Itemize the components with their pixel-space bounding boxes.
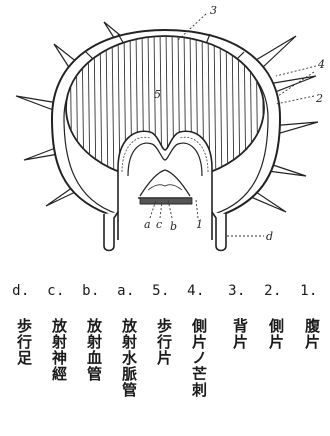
figure-svg: 3 4 2 5 a c b 1 d xyxy=(0,0,330,270)
callout-3: 3 xyxy=(210,4,217,17)
sea-urchin-cross-section-figure: 3 4 2 5 a c b 1 d xyxy=(0,0,330,270)
legend-text-radial-nerve: 放射神經 xyxy=(44,318,68,382)
legend-text-walking-foot: 歩行足 xyxy=(9,318,33,366)
legend-text-ventral-plate: 腹片 xyxy=(297,318,321,350)
callout-4: 4 xyxy=(317,58,325,71)
legend-text-radial-water-vessel: 放射水脈管 xyxy=(114,318,138,398)
spine-right-1 xyxy=(256,36,296,68)
legend-key-1: 1. xyxy=(294,283,324,299)
callout-5: 5 xyxy=(154,88,161,101)
callout-c: c xyxy=(156,218,162,231)
radial-nerve-band xyxy=(140,198,192,204)
legend-key-b: b. xyxy=(76,283,106,299)
callout-2: 2 xyxy=(315,92,323,105)
legend-key-d: d. xyxy=(6,283,36,299)
legend-key-c: c. xyxy=(41,283,71,299)
legend-text-row: 歩行足 放射神經 放射血管 放射水脈管 歩行片 側片ノ芒刺 背片 側片 腹片 xyxy=(0,318,330,428)
legend-text-dorsal-plate: 背片 xyxy=(225,318,249,350)
legend-key-5: 5. xyxy=(146,283,176,299)
legend-text-radial-blood-vessel: 放射血管 xyxy=(79,318,103,382)
callout-d: d xyxy=(266,230,273,243)
callout-b: b xyxy=(170,220,177,233)
legend-text-ambulacral-plate: 歩行片 xyxy=(149,318,173,366)
legend-keys-row: d. c. b. a. 5. 4. 3. 2. 1. xyxy=(0,283,330,305)
legend-key-a: a. xyxy=(111,283,141,299)
callout-a: a xyxy=(144,218,151,231)
legend-key-2: 2. xyxy=(258,283,288,299)
callout-1: 1 xyxy=(196,218,203,231)
legend-text-lateral-plate: 側片 xyxy=(261,318,285,350)
legend-key-4: 4. xyxy=(181,283,211,299)
legend-key-3: 3. xyxy=(222,283,252,299)
legend-text-lateral-spine: 側片ノ芒刺 xyxy=(184,318,208,398)
